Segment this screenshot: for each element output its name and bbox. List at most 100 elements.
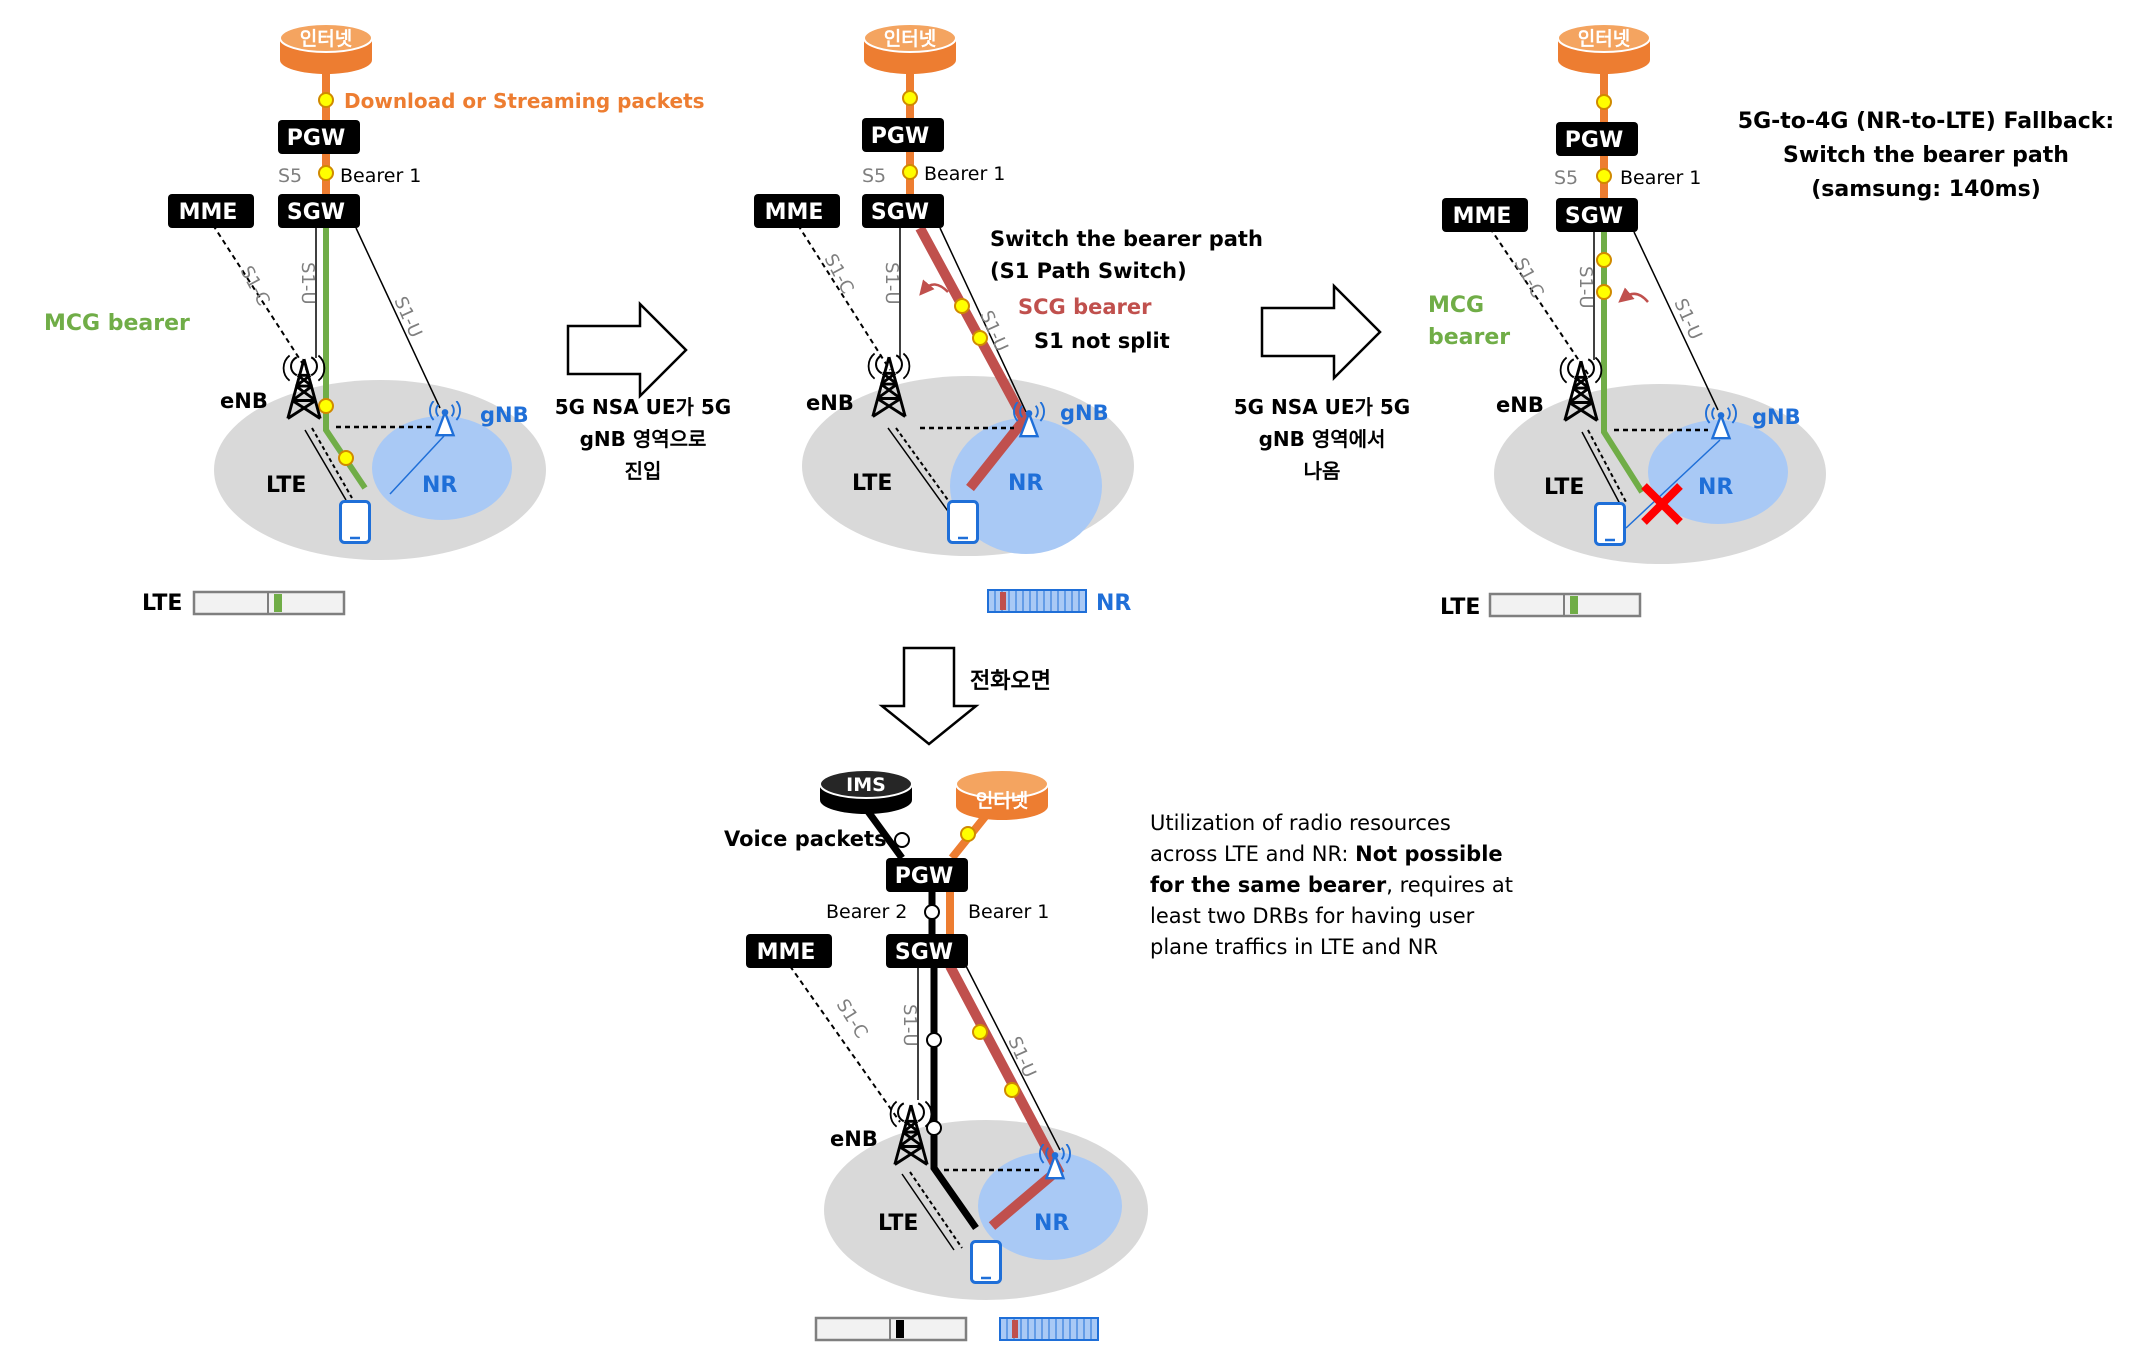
leave-line-2: gNB 영역에서 xyxy=(1259,427,1386,451)
lte-label: LTE xyxy=(878,1211,918,1236)
s5-label: S5 xyxy=(862,165,886,187)
ims-link xyxy=(861,803,905,861)
s1c-label: S1-C xyxy=(820,250,858,297)
packet-dot xyxy=(902,164,918,180)
nr-allocation xyxy=(1012,1320,1018,1338)
lte-bar-label: LTE xyxy=(1440,595,1480,620)
sgw-label: SGW xyxy=(895,940,953,965)
call-label: 전화오면 xyxy=(970,669,1051,694)
enb-label: eNB xyxy=(1496,393,1544,417)
panel-nr-entered: 인터넷 PGW S5 Bearer 1 MME SGW S1-C S1-U S1… xyxy=(754,23,1263,616)
nr-label: NR xyxy=(1698,475,1733,500)
s1c-line xyxy=(797,224,891,371)
s1u-gnb-line xyxy=(939,227,1027,413)
pgw-node: PGW xyxy=(886,858,968,892)
ue-link xyxy=(901,1173,955,1251)
mcg-bearer-path xyxy=(323,228,368,490)
switch-line-2: (S1 Path Switch) xyxy=(990,259,1187,283)
gnb-label: gNB xyxy=(480,403,529,427)
panel-lte-only: 인터넷 Download or Streaming packets PGW S5… xyxy=(44,23,705,616)
ue-phone-icon xyxy=(947,500,979,544)
nr-resource-bar xyxy=(999,1317,1099,1341)
transition-arrow-leave: 5G NSA UE가 5G gNB 영역에서 나옴 xyxy=(1234,282,1410,483)
packet-dot xyxy=(1596,168,1612,184)
s1u-gnb-line xyxy=(1633,231,1719,411)
packet-dot xyxy=(1596,252,1612,268)
internet-label: 인터넷 xyxy=(300,28,352,50)
nr-label: NR xyxy=(422,473,457,498)
mme-label: MME xyxy=(1453,204,1512,229)
packet-dot xyxy=(1004,1082,1020,1098)
mme-node: MME xyxy=(168,194,254,228)
nr-bar-label: NR xyxy=(1096,591,1131,616)
ue-link-dashed xyxy=(909,1171,963,1249)
pgw-label: PGW xyxy=(287,126,345,151)
nr-coverage xyxy=(950,418,1102,554)
path-switch-arrow-icon xyxy=(1618,287,1649,303)
enter-line-2: gNB 영역으로 xyxy=(580,427,707,451)
bearer1-label: Bearer 1 xyxy=(1620,167,1701,189)
s1u-gnb-line xyxy=(355,227,441,409)
sgw-label: SGW xyxy=(1565,204,1623,229)
sgw-label: SGW xyxy=(287,200,345,225)
packet-dot xyxy=(318,398,334,414)
s1u-label: S1-U xyxy=(881,262,902,305)
s5-label: S5 xyxy=(278,165,302,187)
packet-dot xyxy=(1596,94,1612,110)
bearer1-label: Bearer 1 xyxy=(968,901,1049,923)
enter-line-1: 5G NSA UE가 5G xyxy=(555,395,731,419)
nr-ue-link xyxy=(389,435,445,495)
mcg-bearer-label: MCG bearer xyxy=(44,311,190,336)
packet-dot xyxy=(338,450,354,466)
note-text-run: , requires at xyxy=(1386,873,1513,897)
lte-label: LTE xyxy=(1544,475,1584,500)
internet-cloud: 인터넷 xyxy=(863,23,957,74)
bearer1-label: Bearer 1 xyxy=(924,163,1005,185)
packet-dot xyxy=(902,90,918,106)
nr-resource-bar: NR xyxy=(987,589,1131,616)
sgw-node: SGW xyxy=(886,934,968,968)
transition-arrow-call: 전화오면 xyxy=(878,646,1051,746)
mme-label: MME xyxy=(765,200,824,225)
pgw-label: PGW xyxy=(895,864,953,889)
lte-allocation xyxy=(274,594,282,612)
ue-phone-icon xyxy=(970,1240,1002,1284)
nr-label: NR xyxy=(1008,471,1043,496)
nr-coverage xyxy=(372,416,512,520)
lte-resource-bar: LTE xyxy=(1440,592,1642,620)
s1u-gnb-label: S1-U xyxy=(389,293,425,340)
gnb-label: gNB xyxy=(1752,405,1801,429)
gnb-label: gNB xyxy=(1060,401,1109,425)
packet-dot xyxy=(972,1024,988,1040)
voice-packet-dot xyxy=(924,904,940,920)
lte-allocation xyxy=(896,1320,904,1338)
mme-label: MME xyxy=(757,940,816,965)
internet-label: 인터넷 xyxy=(1578,28,1630,50)
s1c-line xyxy=(789,965,901,1123)
mme-node: MME xyxy=(746,934,832,968)
pgw-node: PGW xyxy=(278,120,360,154)
packet-dot xyxy=(972,330,988,346)
s5-label: S5 xyxy=(1554,167,1578,189)
note-text-run: Not possible xyxy=(1355,842,1502,866)
panel-voice-call: IMS 인터넷 Voice packets PGW Bearer 2 Beare… xyxy=(724,769,1513,1342)
lte-resource-bar xyxy=(814,1316,968,1342)
path-switch-arrow-icon xyxy=(919,279,949,296)
leave-line-1: 5G NSA UE가 5G xyxy=(1234,395,1410,419)
internet-cloud: 인터넷 xyxy=(1557,23,1651,74)
nr-coverage xyxy=(1648,420,1788,524)
mme-label: MME xyxy=(179,200,238,225)
sgw-node: SGW xyxy=(1556,198,1638,232)
s1u-gnb-line xyxy=(965,965,1061,1151)
note-text-run: across LTE and NR: xyxy=(1150,842,1355,866)
lte-bar-label: LTE xyxy=(142,591,182,616)
packet-dot xyxy=(1596,284,1612,300)
s1u-label: S1-U xyxy=(1575,266,1596,309)
voice-packets-label: Voice packets xyxy=(724,827,887,851)
voice-packet-dot xyxy=(926,1120,942,1136)
lte-allocation xyxy=(1570,596,1578,614)
mme-node: MME xyxy=(754,194,840,228)
enter-line-3: 진입 xyxy=(625,459,662,483)
